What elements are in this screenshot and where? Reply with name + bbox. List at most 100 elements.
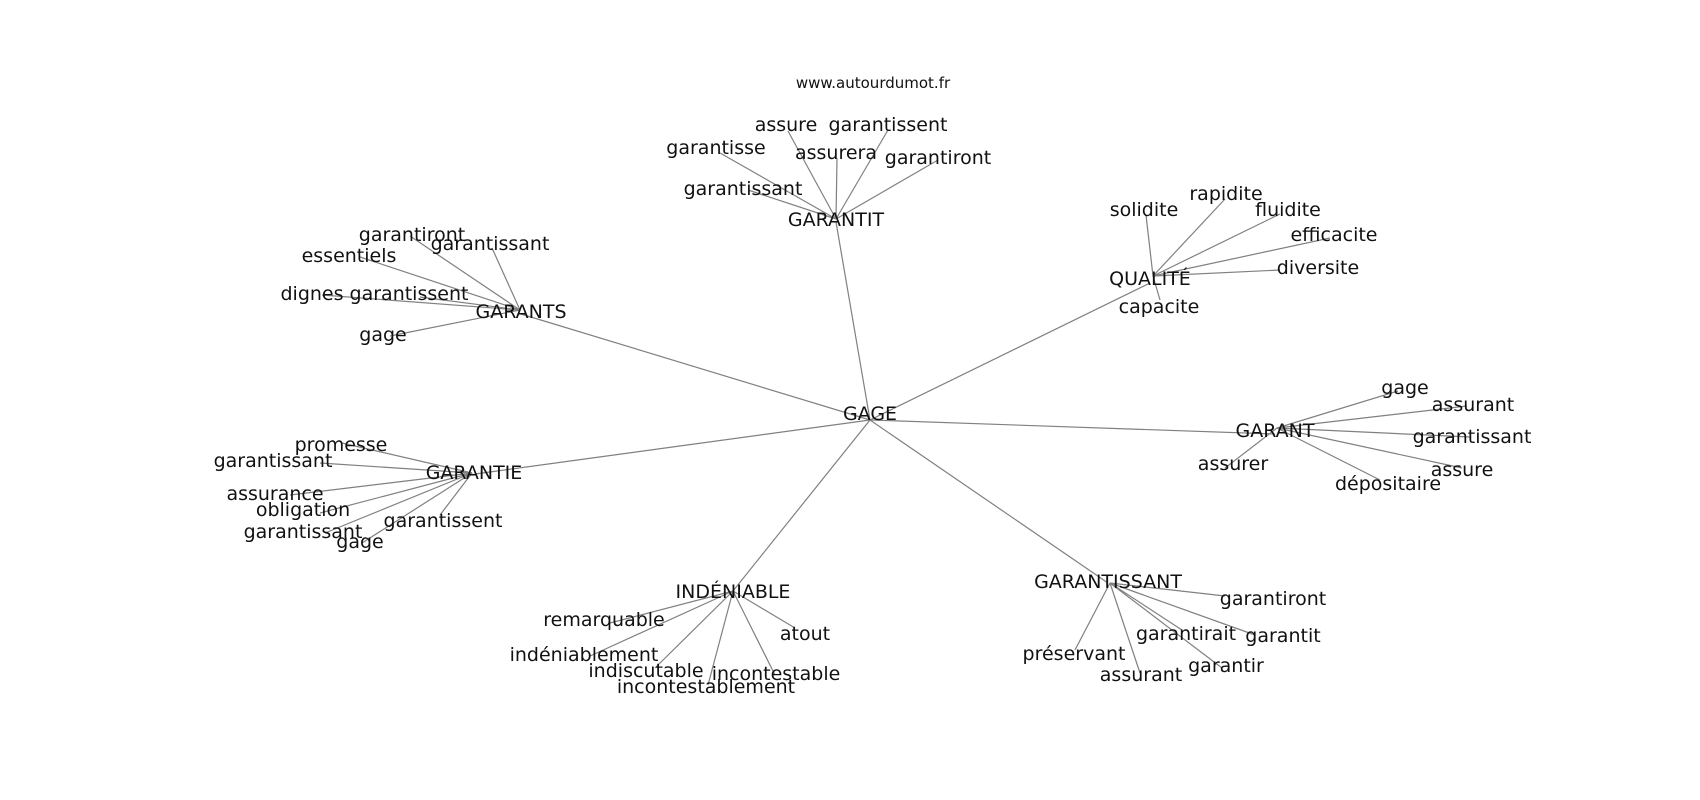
edge-leaf [321, 294, 521, 311]
leaf-word[interactable]: obligation [256, 499, 350, 521]
leaf-word[interactable]: garantirait [1136, 623, 1236, 645]
edge-leaf [1109, 582, 1226, 597]
edge-leaf [1109, 582, 1141, 674]
leaf-word[interactable]: assurant [1100, 664, 1182, 686]
leaf-word[interactable]: assurant [1432, 394, 1514, 416]
edge-leaf [1276, 390, 1399, 429]
leaf-word[interactable]: assurance [226, 483, 323, 505]
edge-leaf [289, 472, 473, 496]
node-garants[interactable]: GARANTS [475, 301, 566, 323]
leaf-word[interactable]: essentiels [302, 245, 397, 267]
leaf-word[interactable]: remarquable [543, 609, 665, 631]
edge-leaf [1152, 237, 1331, 277]
edge-leaf [409, 235, 521, 311]
node-qualite[interactable]: QUALITÉ [1109, 267, 1191, 290]
edge-leaf [1152, 269, 1281, 277]
edge-leaf [1109, 582, 1223, 669]
edge-leaf [732, 590, 776, 676]
edge-leaf [1109, 582, 1256, 636]
leaf-word[interactable]: gage [359, 324, 406, 346]
leaf-word[interactable]: garantissant [1413, 426, 1532, 448]
leaf-word[interactable]: garantissent [829, 114, 948, 136]
leaf-word[interactable]: dignes [280, 283, 343, 305]
edge-leaf [589, 590, 734, 657]
edge-leaf [359, 256, 521, 311]
node-garantie[interactable]: GARANTIE [426, 462, 523, 484]
edge-leaf [1276, 427, 1381, 481]
node-indeniable[interactable]: INDÉNIABLE [676, 580, 791, 603]
leaf-word[interactable]: indiscutable [588, 660, 703, 682]
leaf-word[interactable]: indéniablement [510, 644, 659, 666]
leaf-word[interactable]: efficacite [1290, 224, 1377, 246]
leaf-word[interactable]: garantiront [1220, 588, 1326, 610]
edge-leaf [319, 472, 473, 514]
edge-leaf [1109, 582, 1183, 631]
node-garantissant[interactable]: GARANTISSANT [1034, 571, 1182, 593]
edge-center-garantissant [869, 419, 1109, 584]
edge-leaf [732, 590, 796, 629]
edges [289, 129, 1471, 686]
leaf-word[interactable]: diversite [1277, 257, 1359, 279]
leaf-word[interactable]: solidite [1110, 199, 1179, 221]
leaf-word[interactable]: incontestable [712, 663, 841, 685]
edge-leaf [719, 152, 837, 220]
leaf-word[interactable]: rapidite [1189, 183, 1262, 205]
edge-leaf [609, 590, 734, 624]
leaf-word[interactable]: fluidite [1255, 199, 1321, 221]
node-center-gage[interactable]: GAGE [843, 403, 897, 425]
edge-leaf [1152, 275, 1161, 301]
leaf-word[interactable]: garantissant [431, 233, 550, 255]
edge-leaf [787, 130, 837, 220]
leaf-word[interactable]: assurera [795, 142, 877, 164]
leaf-word[interactable]: garantir [1188, 655, 1264, 677]
leaf-word[interactable]: promesse [295, 434, 388, 456]
edge-leaf [1145, 214, 1154, 277]
leaf-word[interactable]: garantissent [384, 510, 503, 532]
leaf-word[interactable]: gage [1381, 377, 1428, 399]
leaf-word[interactable]: garantissant [684, 178, 803, 200]
edge-center-garantit [835, 221, 871, 421]
edge-leaf [1276, 427, 1463, 469]
leaf-word[interactable]: assure [1431, 459, 1494, 481]
leaf-word[interactable]: dépositaire [1335, 473, 1441, 495]
edge-leaf [835, 129, 889, 220]
edge-leaf [361, 472, 473, 544]
edge-leaf [341, 442, 473, 474]
edge-leaf [1276, 405, 1468, 429]
edge-leaf [439, 472, 473, 516]
leaf-word[interactable]: assurer [1198, 453, 1269, 475]
edge-leaf [747, 189, 837, 220]
leaf-word[interactable]: garantiront [885, 147, 991, 169]
edge-leaf [654, 590, 734, 669]
leaf-word[interactable]: atout [780, 623, 830, 645]
edge-leaf [1152, 198, 1226, 277]
edge-leaf [835, 157, 838, 220]
leaf-word[interactable]: préservant [1023, 643, 1126, 665]
leaf-word[interactable]: garantit [1245, 625, 1320, 647]
labels: www.autourdumot.fr GAGE GARANTIT assure … [214, 74, 1532, 698]
leaf-word[interactable]: garantiront [359, 224, 465, 246]
edge-leaf [324, 472, 473, 534]
edge-center-garants [520, 313, 871, 421]
node-garantit[interactable]: GARANTIT [788, 209, 885, 231]
leaf-word[interactable]: garantisse [666, 137, 765, 159]
edge-leaf [707, 590, 734, 686]
leaf-word[interactable]: assure [755, 114, 818, 136]
edge-center-indeniable [732, 419, 871, 592]
edge-leaf [1276, 427, 1471, 438]
node-garant[interactable]: GARANT [1236, 420, 1315, 442]
edge-leaf [419, 296, 521, 311]
edge-leaf [1152, 213, 1281, 277]
leaf-word[interactable]: garantissant [214, 450, 333, 472]
leaf-word[interactable]: capacite [1119, 296, 1200, 318]
edge-leaf [1074, 582, 1111, 651]
site-label: www.autourdumot.fr [796, 74, 951, 92]
edge-center-qualite [869, 282, 1151, 421]
leaf-word[interactable]: gage [336, 531, 383, 553]
edge-leaf [1224, 427, 1278, 469]
leaf-word[interactable]: garantissent [350, 283, 469, 305]
leaf-word[interactable]: incontestablement [617, 676, 795, 698]
leaf-word[interactable]: garantissant [244, 521, 363, 543]
edge-leaf [389, 309, 521, 337]
